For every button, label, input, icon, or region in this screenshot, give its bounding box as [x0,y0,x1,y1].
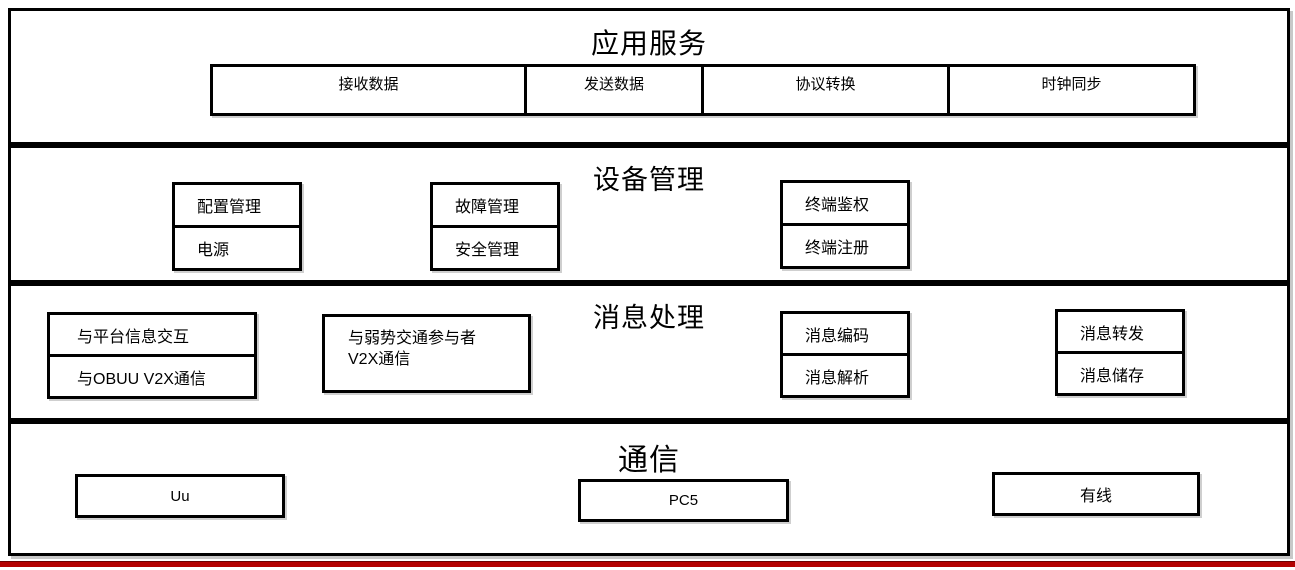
box-protocol-conversion-label: 协议转换 [795,76,856,93]
box-platform-info-exchange-label: 与平台信息交互 [77,328,190,346]
box-platform-info-exchange: 与平台信息交互 [47,312,257,357]
box-security-management: 安全管理 [430,225,560,271]
application-services-box-row: 接收数据 发送数据 协议转换 时钟同步 [210,64,1196,116]
box-message-parsing-label: 消息解析 [805,369,870,387]
box-fault-management: 故障管理 [430,182,560,228]
stack-fault-security: 故障管理 安全管理 [430,182,560,271]
stack-message-codec: 消息编码 消息解析 [780,311,910,398]
red-accent-bar [0,561,1295,567]
stack-config-power: 配置管理 电源 [172,182,302,271]
box-power: 电源 [172,225,302,271]
box-send-data: 发送数据 [524,64,704,116]
box-power-label: 电源 [197,242,230,259]
box-uu-label: Uu [170,487,190,505]
box-obu-v2x-comm: 与OBUU V2X通信 [47,354,257,399]
box-vru-v2x-comm-line2: V2X通信 [348,351,411,368]
box-message-encoding: 消息编码 [780,311,910,356]
box-vru-v2x-comm-line1: 与弱势交通参与者 [348,330,477,347]
box-security-management-label: 安全管理 [455,242,520,259]
box-pc5-label: PC5 [668,492,699,509]
box-wired: 有线 [992,472,1200,516]
box-terminal-registration-label: 终端注册 [805,240,870,257]
box-clock-sync-label: 时钟同步 [1041,76,1102,93]
layer-communication-title: 通信 [618,444,680,477]
box-wired-label: 有线 [1079,488,1112,505]
box-receive-data-label: 接收数据 [338,76,399,93]
layer-application-services-title: 应用服务 [590,28,707,59]
stack-terminal: 终端鉴权 终端注册 [780,180,910,269]
box-message-forwarding: 消息转发 [1055,309,1185,354]
box-terminal-auth: 终端鉴权 [780,180,910,226]
layer-message-processing-title: 消息处理 [593,303,705,333]
stack-message-relay: 消息转发 消息储存 [1055,309,1185,396]
box-terminal-auth-label: 终端鉴权 [805,197,870,214]
box-receive-data: 接收数据 [210,64,527,116]
box-obu-v2x-comm-label: 与OBUU V2X通信 [77,370,206,388]
box-vru-v2x-comm: 与弱势交通参与者 V2X通信 [322,314,531,393]
box-uu: Uu [75,474,285,518]
box-message-forwarding-label: 消息转发 [1080,325,1145,343]
box-pc5: PC5 [578,479,789,522]
box-clock-sync: 时钟同步 [947,64,1196,116]
box-terminal-registration: 终端注册 [780,223,910,269]
box-message-parsing: 消息解析 [780,353,910,398]
stack-platform-obu: 与平台信息交互 与OBUU V2X通信 [47,312,257,399]
box-message-encoding-label: 消息编码 [805,327,870,345]
layer-device-management-title: 设备管理 [593,165,705,195]
box-message-storage-label: 消息储存 [1080,367,1145,385]
box-config-management-label: 配置管理 [197,199,262,216]
box-message-storage: 消息储存 [1055,351,1185,396]
box-fault-management-label: 故障管理 [455,199,520,216]
box-send-data-label: 发送数据 [583,76,644,93]
box-config-management: 配置管理 [172,182,302,228]
box-protocol-conversion: 协议转换 [701,64,950,116]
